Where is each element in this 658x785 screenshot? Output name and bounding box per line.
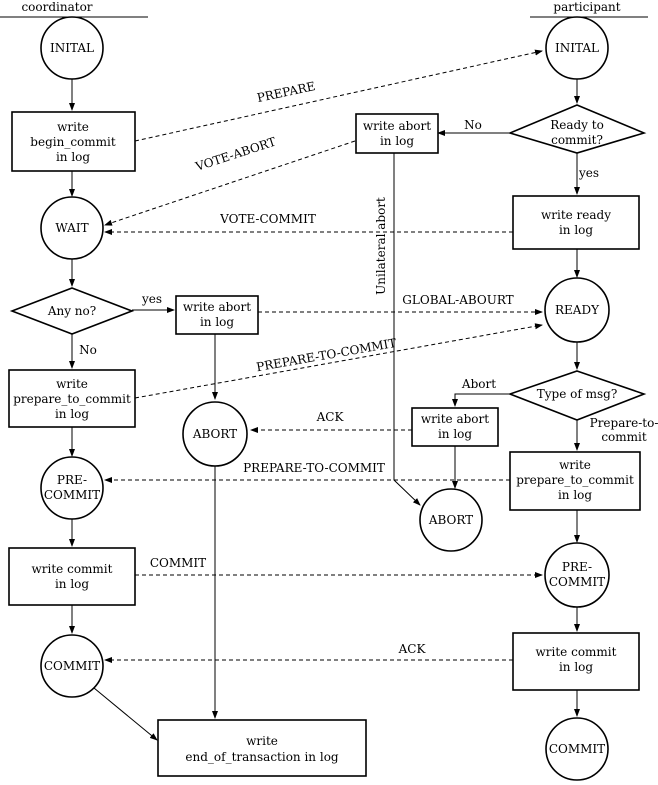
ready-no-label: No <box>464 118 482 132</box>
prepare-branch-label-line2: commit <box>601 430 647 444</box>
participant-write-commit-box: write commit in log <box>512 632 640 691</box>
unilateral-abort-label: Unilateral abort <box>374 197 388 295</box>
participant-write-prepare-box: write prepare_to_commit in log <box>509 451 641 511</box>
coordinator-flow-arrows <box>69 79 218 741</box>
svg-text:write commit: write commit <box>536 645 617 659</box>
coordinator-write-prepare-box: write prepare_to_commit in log <box>8 369 136 428</box>
svg-text:WAIT: WAIT <box>55 221 88 235</box>
svg-text:COMMIT: COMMIT <box>44 488 100 502</box>
commit-label: COMMIT <box>150 556 206 570</box>
vote-commit-label: VOTE-COMMIT <box>219 212 316 226</box>
any-no-yes-label: yes <box>141 292 162 306</box>
svg-text:ABORT: ABORT <box>192 427 237 441</box>
svg-text:write: write <box>57 120 89 134</box>
participant-ready-to-commit-decision: Ready to commit? <box>507 104 647 154</box>
ack-label-2: ACK <box>398 642 427 656</box>
write-end-of-transaction-box: write end_of_transaction in log <box>157 719 367 777</box>
coordinator-abort-state: ABORT <box>182 401 248 467</box>
ack-label-1: ACK <box>316 410 345 424</box>
svg-text:in log: in log <box>56 150 90 164</box>
svg-text:PRE-: PRE- <box>57 473 87 487</box>
any-no-no-label: No <box>79 343 97 357</box>
coordinator-inital-state: INITAL <box>40 16 104 80</box>
svg-text:in log: in log <box>55 577 89 591</box>
participant-ready-state: READY <box>544 277 610 343</box>
participant-precommit-state: PRE- COMMIT <box>544 542 610 608</box>
svg-text:COMMIT: COMMIT <box>549 575 605 589</box>
prepare-label: PREPARE <box>256 79 317 105</box>
coordinator-any-no-decision: Any no? <box>9 287 135 335</box>
participant-header: participant <box>553 0 620 14</box>
participant-inital-state: INITAL <box>545 16 609 80</box>
coordinator-write-commit-box: write commit in log <box>8 547 136 606</box>
abort-branch-label: Abort <box>461 377 496 391</box>
global-abort-label: GLOBAL-ABOURT <box>402 293 513 307</box>
coordinator-precommit-state: PRE- COMMIT <box>40 456 104 520</box>
svg-text:in log: in log <box>55 407 89 421</box>
svg-text:COMMIT: COMMIT <box>44 659 100 673</box>
svg-text:COMMIT: COMMIT <box>549 742 605 756</box>
svg-text:write abort: write abort <box>421 412 489 426</box>
coordinator-header: coordinator <box>21 0 92 14</box>
vote-abort-label: VOTE-ABORT <box>193 135 278 174</box>
vote-abort-message-arrow <box>104 140 356 226</box>
svg-text:write abort: write abort <box>363 119 431 133</box>
svg-text:in log: in log <box>559 223 593 237</box>
svg-text:in log: in log <box>200 315 234 329</box>
svg-text:in log: in log <box>438 427 472 441</box>
svg-text:end_of_transaction in log: end_of_transaction in log <box>185 750 339 764</box>
svg-text:Any no?: Any no? <box>47 304 96 318</box>
svg-text:prepare_to_commit: prepare_to_commit <box>13 392 131 406</box>
coordinator-wait-state: WAIT <box>40 196 104 260</box>
participant-commit-state: COMMIT <box>545 717 609 781</box>
svg-text:prepare_to_commit: prepare_to_commit <box>516 473 634 487</box>
svg-text:ABORT: ABORT <box>428 513 473 527</box>
svg-text:commit?: commit? <box>551 133 603 147</box>
svg-text:Ready to: Ready to <box>550 118 604 132</box>
coordinator-write-abort-box: write abort in log <box>175 295 259 335</box>
prepare-to-commit-label-1: PREPARE-TO-COMMIT <box>255 336 397 374</box>
svg-text:READY: READY <box>555 303 600 317</box>
svg-text:begin_commit: begin_commit <box>30 135 116 149</box>
svg-text:INITAL: INITAL <box>50 41 94 55</box>
svg-text:in log: in log <box>558 488 592 502</box>
coordinator-commit-state: COMMIT <box>40 634 104 698</box>
svg-text:write ready: write ready <box>541 208 611 222</box>
participant-abort-state: ABORT <box>419 488 483 552</box>
svg-text:write abort: write abort <box>183 300 251 314</box>
ready-yes-label: yes <box>578 166 599 180</box>
svg-text:PRE-: PRE- <box>562 560 592 574</box>
svg-text:write commit: write commit <box>32 562 113 576</box>
participant-write-ready-box: write ready in log <box>512 195 640 250</box>
participant-write-abort-box-1: write abort in log <box>355 113 439 154</box>
svg-text:INITAL: INITAL <box>555 41 599 55</box>
svg-text:write: write <box>56 377 88 391</box>
prepare-branch-label-line1: Prepare-to- <box>590 416 658 430</box>
prepare-to-commit-message-arrow-1 <box>134 323 543 399</box>
svg-text:Type of msg?: Type of msg? <box>537 387 618 401</box>
participant-write-abort-box-2: write abort in log <box>411 407 499 447</box>
svg-text:in log: in log <box>559 660 593 674</box>
coordinator-write-begin-commit-box: write begin_commit in log <box>11 111 136 172</box>
prepare-to-commit-label-2: PREPARE-TO-COMMIT <box>243 461 385 475</box>
message-arrows <box>104 49 543 663</box>
svg-text:write: write <box>246 734 278 748</box>
participant-type-of-msg-decision: Type of msg? <box>507 370 647 421</box>
svg-text:in log: in log <box>380 134 414 148</box>
svg-text:write: write <box>559 458 591 472</box>
